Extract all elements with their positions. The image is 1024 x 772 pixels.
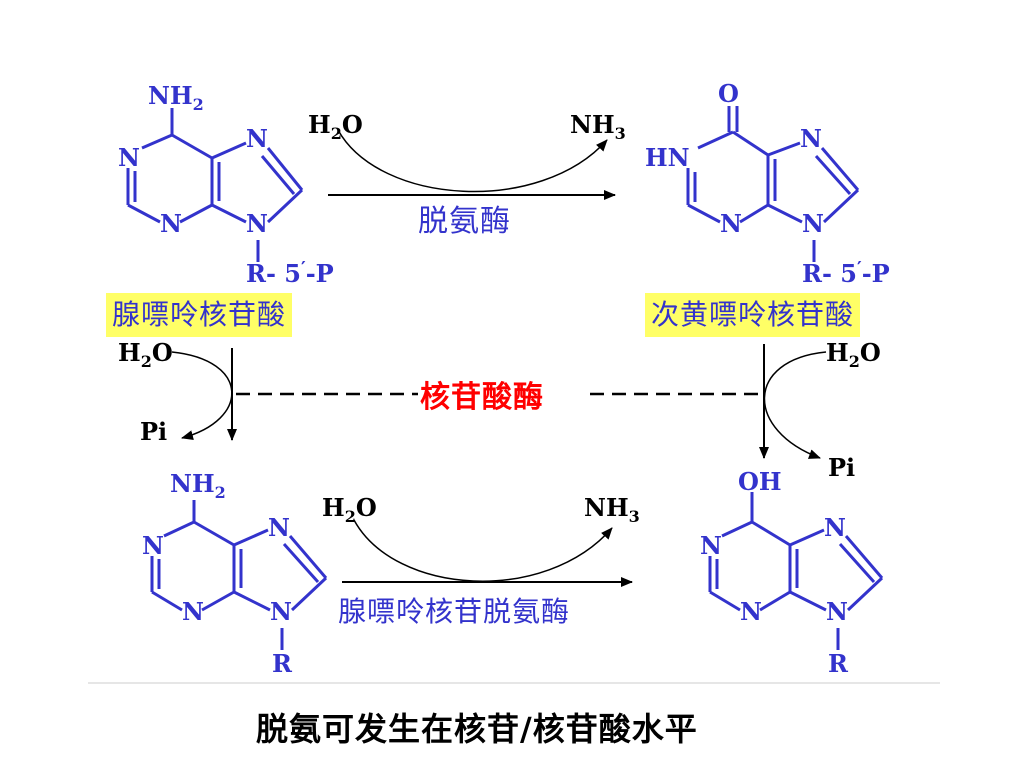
amp-n9: N <box>246 209 268 238</box>
imp-o: O <box>718 79 739 108</box>
adenosine-n3: N <box>182 597 204 626</box>
amp-nh2-label: NH2 <box>148 81 204 114</box>
imp-r5p: R- 5′-P <box>802 258 890 288</box>
adenosine-nh2-label: NH2 <box>170 469 226 502</box>
bottom-water: H2O <box>322 493 377 526</box>
left-water: H2O <box>118 338 173 371</box>
amp-structure <box>126 108 304 262</box>
inosine-structure <box>708 492 884 650</box>
amp-n7: N <box>246 124 268 153</box>
amp-n1: N <box>118 143 140 172</box>
slide-caption: 脱氨可发生在核苷/核苷酸水平 <box>256 710 698 748</box>
left-pi: Pi <box>140 417 167 446</box>
inosine-r: R <box>828 649 849 678</box>
imp-structure <box>686 106 860 262</box>
deaminase-label: 脱氨酶 <box>418 204 511 239</box>
inosine-n3: N <box>740 597 762 626</box>
right-water: H2O <box>826 338 881 371</box>
adenosine-deaminase-label: 腺嘌呤核苷脱氨酶 <box>338 595 571 628</box>
top-side-arrow <box>337 129 608 193</box>
adenosine-r: R <box>272 649 293 678</box>
amp-n3: N <box>160 209 182 238</box>
imp-n7: N <box>800 124 822 153</box>
amp-label: 腺嘌呤核苷酸 <box>106 293 293 337</box>
nucleotidase-label: 核苷酸酶 <box>420 380 544 415</box>
amp-r5p: R- 5′-P <box>246 258 334 288</box>
right-pi: Pi <box>828 453 855 482</box>
inosine-oh: OH <box>738 467 782 496</box>
imp-hn: HN <box>645 143 690 172</box>
adenosine-structure <box>150 500 328 650</box>
adenosine-n9: N <box>270 597 292 626</box>
left-side-arrow <box>171 351 233 441</box>
adenosine-n1: N <box>142 531 164 560</box>
inosine-n1: N <box>700 531 722 560</box>
right-side-arrow <box>763 351 827 459</box>
inosine-n7: N <box>824 513 846 542</box>
adenosine-n7: N <box>268 513 290 542</box>
top-water: H2O <box>308 110 363 143</box>
imp-n3: N <box>720 209 742 238</box>
imp-n9: N <box>802 209 824 238</box>
inosine-n9: N <box>826 597 848 626</box>
imp-label: 次黄嘌呤核苷酸 <box>645 293 861 337</box>
top-ammonia: NH3 <box>570 110 626 143</box>
bottom-side-arrow <box>353 519 613 582</box>
bottom-ammonia: NH3 <box>584 493 640 526</box>
